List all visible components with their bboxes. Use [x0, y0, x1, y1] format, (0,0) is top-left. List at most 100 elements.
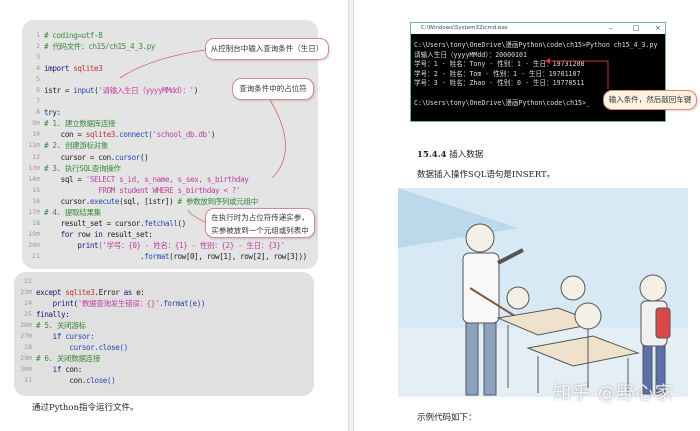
code-token: if	[36, 332, 66, 342]
terminal-output: C:\Users\tony\OneDrive\漫画Python\code\ch1…	[411, 34, 665, 115]
code-token: except	[36, 288, 66, 298]
line-number: 20⊟	[28, 240, 40, 249]
callout-params: 在执行时为占位符传递实参， 实参被放到一个元组或列表中	[205, 208, 315, 238]
code-line: 12 cursor = con.cursor()	[22, 152, 318, 163]
terminal-line: C:\Users\tony\OneDrive\漫画Python\code\ch1…	[414, 98, 590, 107]
terminal-line: 学号：2 - 姓名：Tom - 性别：1 - 生日：19701107	[414, 69, 581, 78]
section-heading: 15.4.4 插入数据	[417, 148, 483, 160]
code-token: (	[73, 299, 79, 309]
teacher-figure	[462, 223, 524, 396]
code-line: 19⊟ for row in result_set:	[22, 229, 318, 240]
line-number: 7	[36, 97, 40, 106]
code-line: 5	[22, 74, 318, 85]
code-token: if	[36, 365, 66, 375]
code-line: 14⊟ sql = 'SELECT s_id, s_name, s_sex, s…	[22, 174, 318, 185]
code-line: 24 print('数据查询发生错误：{}'.format(e))	[14, 298, 314, 309]
code-token: as	[123, 288, 137, 298]
terminal-line: 学号：1 - 姓名：Tony - 性别：1 - 生日：19731208	[414, 60, 585, 69]
code-line: 10 con = sqlite3.connect('school_db.db')	[22, 129, 318, 140]
code-token: (	[94, 86, 99, 96]
line-number: 24	[24, 299, 32, 308]
line-number: 3	[36, 53, 40, 62]
code-line: 20⊟ print('学号：{0} - 姓名：{1} - 性别：{2} - 生日…	[22, 240, 318, 251]
code-token: con =	[44, 130, 86, 140]
code-token: for	[44, 229, 78, 239]
code-token: close()	[98, 343, 129, 353]
line-number: 26⊟	[20, 321, 32, 330]
terminal-arrow	[545, 58, 609, 89]
terminal-line: 学号：3 - 姓名：Zhao - 性别：0 - 生日：19770511	[414, 79, 585, 88]
line-number: 17⊟	[28, 207, 40, 216]
line-number: 22	[24, 277, 32, 285]
code-token: close()	[86, 376, 116, 386]
code-token: in	[94, 229, 107, 239]
code-token: # coding=utf-8	[44, 31, 103, 40]
line-number: 19⊟	[28, 229, 40, 238]
code-token: sqlite3	[85, 130, 116, 140]
line-number: 28	[24, 343, 32, 352]
code-token: '请输入生日（yyyyMMdd）：'	[98, 86, 194, 96]
code-line: 30⊟ if con:	[14, 364, 314, 375]
code-line: 13⊟# 3. 执行SQL查询操作	[22, 163, 318, 174]
line-number: 1	[36, 31, 40, 39]
line-number: 16	[32, 196, 40, 205]
classroom-illustration	[398, 188, 688, 397]
code-token: sqlite3	[65, 288, 95, 298]
code-token: cursor = con.	[44, 152, 116, 162]
line-number: 13⊟	[28, 163, 40, 172]
code-line: 17⊟# 4. 提取结果集	[22, 207, 318, 218]
code-token: result_set:	[106, 229, 153, 239]
code-token: row	[77, 229, 95, 239]
code-token: con:	[65, 365, 82, 375]
code-line: 18 result_set = cursor.fetchall()	[22, 218, 318, 229]
section-number: 15.4.4	[417, 150, 447, 160]
code-token: # 5. 关闭游标	[36, 321, 86, 331]
code-token: cursor.	[36, 343, 99, 353]
code-token: fetchall	[144, 218, 178, 228]
line-number: 6	[36, 86, 40, 95]
code-token: .format(e))	[159, 299, 206, 309]
code-token: e:	[136, 288, 145, 298]
code-line: 22	[14, 276, 314, 287]
code-token: .connect(	[114, 130, 153, 140]
code-token: sql =	[44, 174, 86, 184]
line-number: 29⊟	[20, 354, 32, 363]
minimize-icon[interactable]: –	[609, 24, 613, 32]
code-line: 25 finally:	[14, 309, 314, 320]
code-token: # 2. 创建游标对象	[44, 141, 109, 151]
code-token: sqlite3	[73, 64, 103, 74]
terminal-callout: 输入条件，然后敲回车键	[603, 90, 697, 110]
code-token: finally:	[36, 310, 70, 320]
code-token: 'SELECT s_id, s_name, s_sex, s_birthday	[85, 174, 249, 184]
maximize-icon[interactable]: □	[633, 24, 640, 32]
line-number: 11⊟	[28, 141, 40, 150]
code-token: .Error	[94, 288, 124, 298]
code-token: ('学号：{0} - 姓名：{1} - 性别：{2} - 生日：{3}'	[98, 240, 285, 250]
paragraph: 数据插入操作SQL语句是INSERT。	[417, 170, 556, 180]
line-number: 25	[24, 310, 32, 319]
left-caption: 通过Python指令运行文件。	[32, 403, 139, 413]
code-token: FROM student WHERE s_birthday < ?'	[44, 185, 241, 195]
code-token: print	[44, 240, 99, 250]
line-number: 5	[36, 75, 40, 84]
code-line: 11⊟ # 2. 创建游标对象	[22, 140, 318, 151]
code-token: # 参数放到序列或元组中	[177, 196, 259, 206]
example-code-label: 示例代码如下：	[417, 413, 477, 423]
terminal-title: C:\Windows\System32\cmd.exe	[421, 25, 508, 31]
code-token: print	[36, 299, 74, 309]
code-token: input	[73, 86, 95, 96]
students	[506, 274, 671, 395]
close-icon[interactable]: ×	[655, 24, 661, 32]
code-line: 31 con.close()	[14, 375, 314, 386]
line-number: 23⊟	[20, 288, 32, 297]
line-number: 14⊟	[28, 174, 40, 183]
code-token: # 6. 关闭数据连接	[36, 354, 101, 364]
code-token: # 1. 建立数据库连接	[44, 119, 116, 129]
line-number: 9⊟	[32, 119, 40, 128]
code-line: 29⊟ # 6. 关闭数据连接	[14, 353, 314, 364]
code-line: 1 # coding=utf-8	[22, 30, 318, 41]
terminal-line: C:\Users\tony\OneDrive\漫画Python\code\ch1…	[414, 41, 658, 49]
